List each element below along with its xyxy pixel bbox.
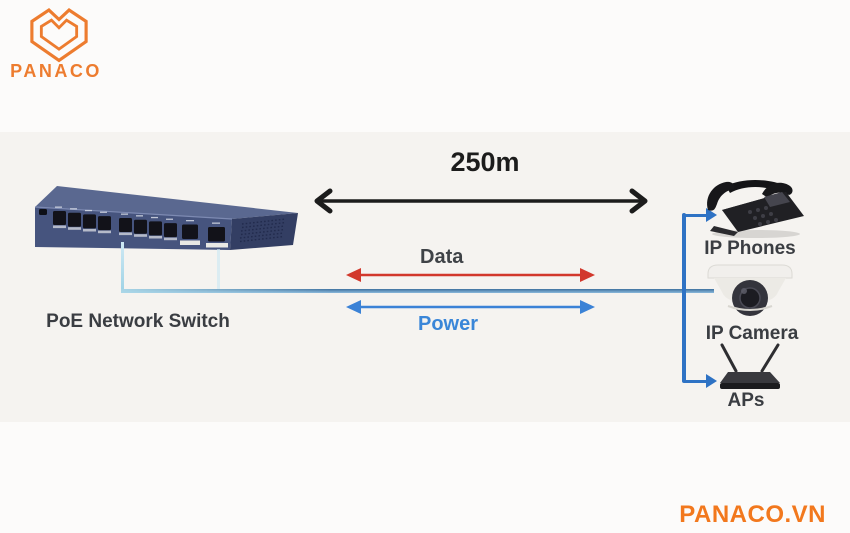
ip-phone-icon: [707, 180, 804, 238]
ip-phones-label: IP Phones: [704, 238, 796, 259]
panaco-logo-icon: [30, 8, 88, 63]
power-arrowhead-right: [580, 300, 595, 314]
data-label: Data: [420, 246, 464, 268]
ap-icon: [720, 343, 780, 389]
aps-label: APs: [727, 390, 765, 411]
data-arrowhead-left: [346, 268, 361, 282]
uplink-ports: [180, 224, 228, 248]
data-arrowhead-right: [580, 268, 595, 282]
switch-label: PoE Network Switch: [46, 311, 230, 332]
connector-arm-top: [684, 213, 707, 217]
data-arrow: [346, 268, 595, 282]
poe-ports: [53, 211, 177, 241]
power-arrowhead-left: [346, 300, 361, 314]
logo-outer-book: [30, 8, 88, 63]
cable-from-uplink: [217, 249, 220, 290]
distance-arrow: [314, 188, 648, 214]
ip-camera-label: IP Camera: [705, 323, 799, 344]
logo-wordmark: PANACO: [10, 61, 102, 81]
power-inlet: [39, 209, 47, 215]
ap-antenna-right: [760, 343, 780, 373]
poe-switch-illustration: [34, 186, 298, 250]
ip-camera-icon: [707, 264, 793, 316]
power-arrow: [346, 300, 595, 314]
connector-arrowhead-aps: [706, 374, 717, 388]
distance-label: 250m: [450, 147, 520, 177]
logo-inner-pages: [39, 18, 79, 51]
cable-from-switch: [121, 242, 124, 291]
connector-arrowhead-phones: [706, 208, 717, 222]
port-markings: [55, 206, 220, 224]
power-label: Power: [418, 313, 479, 335]
ap-antenna-left: [720, 343, 738, 373]
distance-arrowhead-left: [314, 188, 333, 214]
connector-line: [682, 213, 686, 383]
cable-line: [121, 289, 714, 293]
connector-arm-bottom: [684, 379, 707, 383]
cable-line-highlight: [121, 289, 331, 293]
phone-keypad: [748, 206, 778, 226]
distance-arrowhead-right: [629, 188, 648, 214]
website-wordmark: PANACO.VN: [679, 501, 826, 528]
